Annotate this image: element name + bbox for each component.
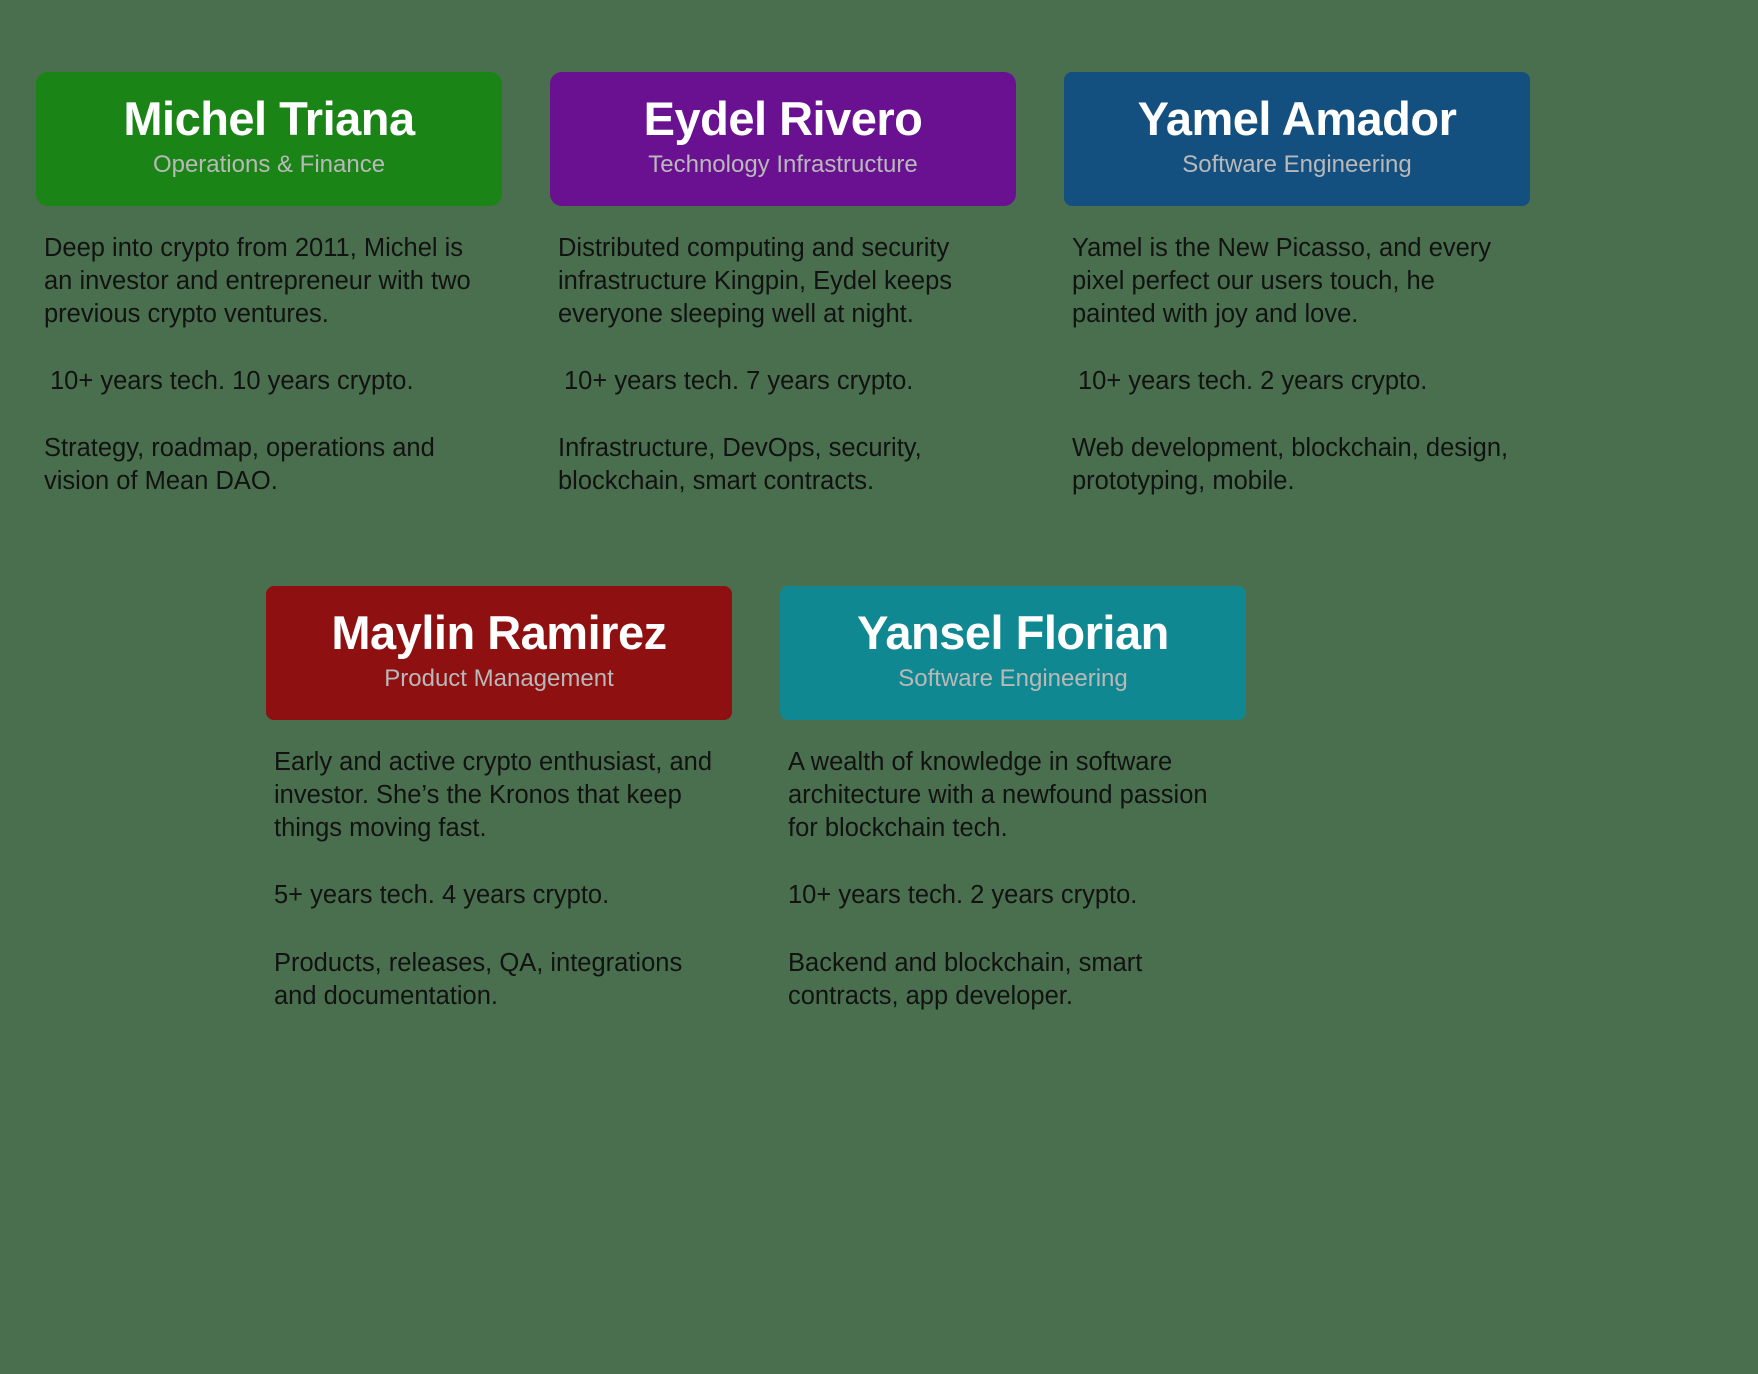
member-experience: 10+ years tech. 2 years crypto. bbox=[1078, 367, 1428, 396]
member-name: Yamel Amador bbox=[1137, 92, 1457, 145]
team-row-bottom: Maylin Ramirez Product Management Early … bbox=[0, 498, 1758, 1012]
member-role: Software Engineering bbox=[1182, 150, 1412, 178]
card-body-yamel-amador: Yamel is the New Picasso, and every pixe… bbox=[1064, 206, 1530, 499]
member-role: Product Management bbox=[384, 665, 614, 693]
member-bio: Early and active crypto enthusiast, and … bbox=[274, 748, 712, 843]
team-card-yamel-amador[interactable]: Yamel Amador Software Engineering Yamel … bbox=[1064, 72, 1530, 498]
member-experience: 10+ years tech. 7 years crypto. bbox=[564, 367, 914, 396]
card-header-maylin-ramirez: Maylin Ramirez Product Management bbox=[266, 586, 732, 721]
card-body-yansel-florian: A wealth of knowledge in software archit… bbox=[780, 720, 1246, 1013]
team-row-top: Michel Triana Operations & Finance Deep … bbox=[0, 0, 1758, 498]
card-body-michel-triana: Deep into crypto from 2011, Michel is an… bbox=[36, 206, 502, 499]
member-skills: Web development, blockchain, design, pro… bbox=[1072, 434, 1509, 496]
team-card-yansel-florian[interactable]: Yansel Florian Software Engineering A we… bbox=[780, 586, 1246, 1012]
member-bio: Distributed computing and security infra… bbox=[558, 233, 953, 328]
member-role: Operations & Finance bbox=[152, 150, 386, 178]
member-experience: 5+ years tech. 4 years crypto. bbox=[274, 881, 610, 910]
member-skills: Backend and blockchain, smart contracts,… bbox=[788, 948, 1143, 1010]
member-experience: 10+ years tech. 2 years crypto. bbox=[788, 881, 1138, 910]
card-header-eydel-rivero: Eydel Rivero Technology Infrastructure bbox=[550, 72, 1016, 206]
member-name: Maylin Ramirez bbox=[331, 606, 667, 660]
member-experience: 10+ years tech. 10 years crypto. bbox=[50, 367, 414, 396]
member-role: Technology Infrastructure bbox=[648, 150, 918, 178]
member-bio: Deep into crypto from 2011, Michel is an… bbox=[44, 233, 471, 328]
member-skills: Infrastructure, DevOps, security, blockc… bbox=[558, 434, 922, 496]
member-bio: Yamel is the New Picasso, and every pixe… bbox=[1072, 233, 1492, 328]
member-role: Software Engineering bbox=[898, 665, 1128, 693]
card-header-yansel-florian: Yansel Florian Software Engineering bbox=[780, 586, 1246, 721]
card-body-eydel-rivero: Distributed computing and security infra… bbox=[550, 206, 1016, 499]
card-header-yamel-amador: Yamel Amador Software Engineering bbox=[1064, 72, 1530, 206]
member-skills: Products, releases, QA, integrations and… bbox=[274, 948, 683, 1010]
team-card-michel-triana[interactable]: Michel Triana Operations & Finance Deep … bbox=[36, 72, 502, 498]
member-name: Yansel Florian bbox=[857, 606, 1169, 660]
team-card-maylin-ramirez[interactable]: Maylin Ramirez Product Management Early … bbox=[266, 586, 732, 1012]
team-card-eydel-rivero[interactable]: Eydel Rivero Technology Infrastructure D… bbox=[550, 72, 1016, 498]
member-name: Eydel Rivero bbox=[643, 92, 923, 145]
card-header-michel-triana: Michel Triana Operations & Finance bbox=[36, 72, 502, 206]
card-body-maylin-ramirez: Early and active crypto enthusiast, and … bbox=[266, 720, 732, 1013]
member-name: Michel Triana bbox=[123, 92, 415, 145]
member-skills: Strategy, roadmap, operations and vision… bbox=[44, 434, 435, 496]
member-bio: A wealth of knowledge in software archit… bbox=[788, 748, 1208, 843]
